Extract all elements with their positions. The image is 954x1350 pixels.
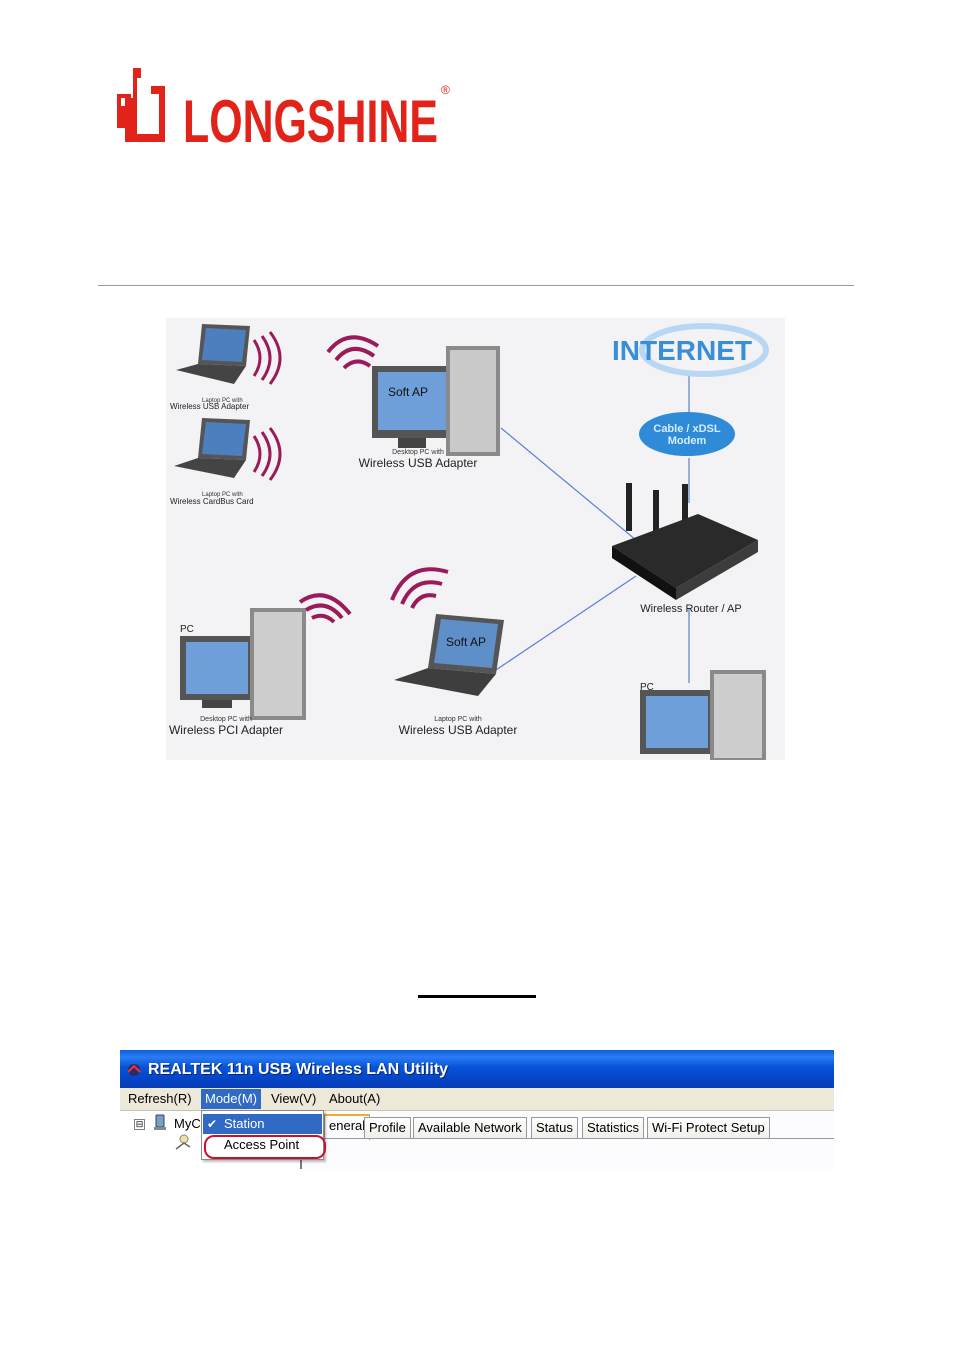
- laptop-cardbus-icon: [174, 418, 282, 481]
- mode-dropdown-menu: ✔ Station Access Point: [201, 1110, 326, 1160]
- wired-pc-tag: PC: [640, 682, 654, 693]
- realtek-app-icon: [127, 1064, 141, 1076]
- tab-profile[interactable]: Profile: [364, 1117, 411, 1138]
- desktop-pci-caption-1: Desktop PC with: [200, 716, 252, 723]
- menu-refresh[interactable]: Refresh(R): [128, 1091, 192, 1106]
- desktop-pci-caption-2: Wireless PCI Adapter: [169, 723, 283, 737]
- tab-available-network[interactable]: Available Network: [413, 1117, 527, 1138]
- laptop2-caption-1: Laptop PC with: [202, 492, 243, 498]
- window-title: REALTEK 11n USB Wireless LAN Utility: [148, 1061, 449, 1078]
- computer-icon: [154, 1114, 166, 1130]
- laptop1-caption-2: Wireless USB Adapter: [170, 402, 249, 411]
- longshine-logo: LONGSHINE ®: [113, 66, 458, 148]
- desktop-softap-icon: Soft AP: [326, 335, 500, 456]
- tree-collapse-icon[interactable]: ⊟: [134, 1119, 145, 1130]
- router-label: Wireless Router / AP: [640, 603, 741, 615]
- desktop-softap-screen: Soft AP: [388, 385, 428, 399]
- internet-cloud-icon: INTERNET: [612, 323, 769, 377]
- tab-general[interactable]: eneral: [324, 1114, 371, 1140]
- station-label: Station: [224, 1116, 265, 1131]
- laptop1-caption-1: Laptop PC with: [202, 398, 243, 404]
- internet-label: INTERNET: [612, 335, 752, 366]
- desktop-pci-icon: PC: [180, 593, 352, 720]
- desktop-pci-tag: PC: [180, 624, 194, 635]
- horizontal-rule: [98, 285, 854, 286]
- modem-bubble: Cable / xDSL Modem: [639, 412, 735, 456]
- tab-area: eneral Profile Available Network Status …: [302, 1111, 834, 1169]
- laptop-softap-caption-1: Laptop PC with: [434, 716, 482, 723]
- menu-mode[interactable]: Mode(M): [201, 1089, 262, 1109]
- highlight-circle: [204, 1135, 326, 1159]
- menu-view[interactable]: View(V): [271, 1091, 317, 1106]
- brand-name: LONGSHINE: [183, 88, 438, 148]
- laptop-softap-caption-2: Wireless USB Adapter: [399, 723, 518, 737]
- tree-root-label[interactable]: MyC: [174, 1116, 201, 1131]
- tab-status[interactable]: Status: [531, 1117, 578, 1138]
- tab-baseline: [302, 1138, 834, 1139]
- title-bar[interactable]: REALTEK 11n USB Wireless LAN Utility: [120, 1050, 834, 1088]
- underline-rule: [418, 995, 536, 998]
- laptop2-caption-2: Wireless CardBus Card: [170, 497, 254, 506]
- access-point-label: Access Point: [224, 1137, 300, 1152]
- wireless-router-icon: [612, 483, 758, 600]
- mode-option-station[interactable]: ✔ Station: [203, 1114, 322, 1134]
- network-diagram: INTERNET Cable / xDSL Modem Wireless Rou…: [166, 318, 785, 760]
- wired-pc-icon: PC: [640, 670, 766, 760]
- registered-mark: ®: [441, 83, 450, 97]
- mode-option-access-point[interactable]: Access Point: [203, 1135, 322, 1155]
- utility-window: REALTEK 11n USB Wireless LAN Utility Ref…: [120, 1050, 834, 1169]
- desktop-softap-caption-1: Desktop PC with: [392, 449, 444, 456]
- menu-bar: Refresh(R) Mode(M) View(V) About(A): [120, 1088, 834, 1111]
- tab-statistics[interactable]: Statistics: [582, 1117, 645, 1138]
- adapter-icon: [175, 1134, 191, 1150]
- modem-line-1: Cable / xDSL: [653, 423, 721, 435]
- laptop-usb-icon: [176, 324, 282, 385]
- laptop-softap-screen: Soft AP: [446, 635, 486, 649]
- logo-mark-icon: [117, 68, 165, 142]
- tab-wifi-protect-setup[interactable]: Wi-Fi Protect Setup: [647, 1117, 770, 1138]
- checkmark-icon: ✔: [207, 1117, 218, 1131]
- menu-about[interactable]: About(A): [329, 1091, 381, 1106]
- desktop-softap-caption-2: Wireless USB Adapter: [359, 456, 478, 470]
- laptop-softap-icon: Soft AP: [390, 567, 504, 696]
- modem-line-2: Modem: [668, 435, 707, 447]
